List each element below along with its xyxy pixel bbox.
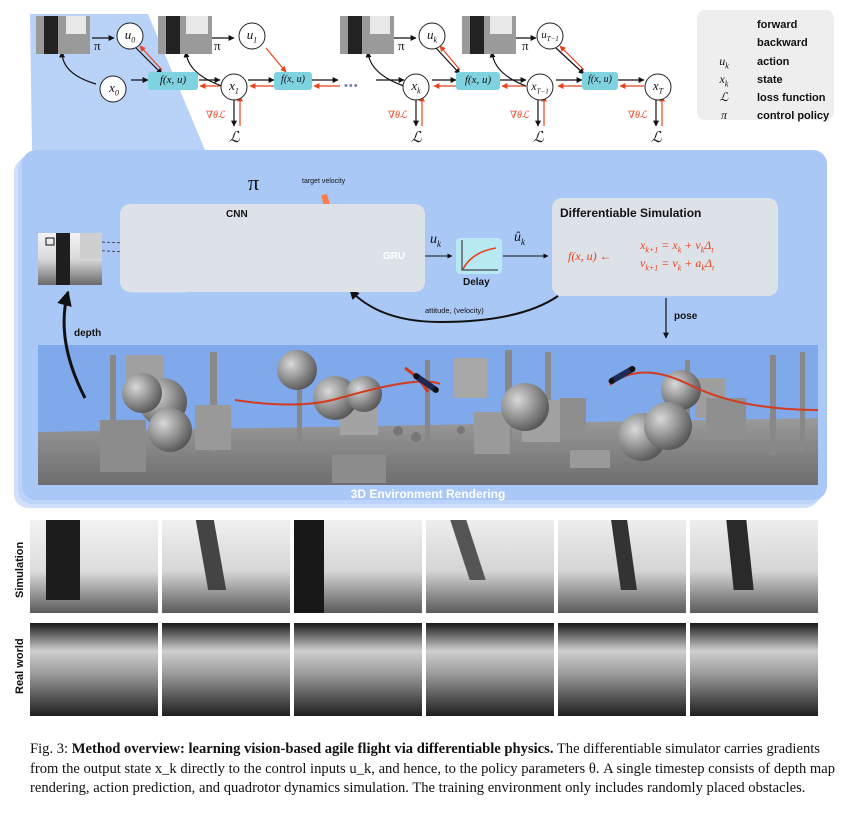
label-x0: x0: [109, 80, 119, 98]
grad-T: ∇θℒ: [628, 110, 648, 121]
chain-ellipsis: •••: [344, 80, 359, 92]
grad-T1: ∇θℒ: [510, 110, 530, 121]
sim-depth-2: [162, 520, 290, 613]
label-uT1: uT−1: [541, 29, 559, 44]
caption-prefix: Fig. 3:: [30, 741, 72, 757]
uk-label: uk: [430, 232, 441, 249]
label-xT1: xT−1: [531, 79, 549, 96]
pi-T1: π: [522, 38, 529, 53]
policy-panel: [120, 204, 425, 292]
sim-depth-4: [426, 520, 554, 613]
node-x0: [99, 75, 127, 103]
delay-label: Delay: [463, 277, 490, 288]
simulation-panel: [552, 198, 778, 296]
label-xk: xk: [411, 78, 421, 96]
loss-1: ℒ: [229, 130, 240, 146]
node-uk: [418, 22, 446, 50]
label-uk: uk: [426, 27, 438, 45]
loss-k: ℒ: [411, 130, 422, 146]
node-x1: [220, 73, 248, 101]
sim-eq-2: vk+1 = vk + akΔt: [640, 256, 715, 273]
sim-f-arrow: f(x, u) ←: [568, 249, 612, 263]
f-label-k: f(x, u): [464, 74, 492, 86]
pose-label: pose: [674, 311, 698, 322]
node-xk: [402, 73, 430, 101]
row-label-real-world: Real world: [14, 638, 26, 694]
input-depth-image: [38, 233, 102, 285]
depth-label: depth: [74, 328, 102, 339]
figure-caption: Fig. 3: Method overview: learning vision…: [30, 740, 835, 799]
f-box-0: [148, 72, 198, 90]
label-u1: u1: [246, 27, 258, 45]
sim-eq-1: xk+1 = xk + vkΔt: [640, 238, 714, 255]
legend-forward: forward: [757, 19, 798, 31]
grad-1: ∇θℒ: [206, 110, 226, 121]
loss-T1: ℒ: [533, 130, 544, 146]
grad-k: ∇θℒ: [388, 110, 408, 121]
caption-body: The differentiable simulator carries gra…: [30, 741, 836, 797]
attitude-label: attitude, (velocity): [425, 306, 484, 315]
pi-0: π: [94, 38, 101, 53]
real-depth-2: [162, 623, 290, 716]
sim-depth-3: [294, 520, 422, 613]
label-u0: u0: [124, 27, 136, 45]
pi-1: π: [214, 38, 221, 53]
row-label-simulation: Simulation: [14, 541, 26, 598]
caption-title: Method overview: learning vision-based a…: [71, 741, 554, 757]
f-label-T1: f(x, u): [588, 74, 612, 85]
delay-box: [456, 238, 502, 274]
target-velocity-label: target velocity: [302, 178, 346, 185]
node-u1: [238, 22, 266, 50]
label-x1: x1: [229, 78, 239, 96]
legend-backward: backward: [757, 37, 808, 49]
f-label-1: f(x, u): [281, 74, 305, 85]
f-box-T1: [582, 72, 618, 90]
node-u0: [116, 22, 144, 50]
real-depth-1: [30, 623, 158, 716]
label-xT: xT: [652, 78, 664, 96]
pi-k: π: [398, 38, 405, 53]
sim-title: Differentiable Simulation: [560, 206, 702, 220]
cnn-label: CNN: [226, 209, 248, 220]
gru-label: GRU: [382, 251, 406, 262]
uhat-label: ûk: [514, 230, 525, 247]
f-label-0: f(x, u): [159, 74, 187, 86]
node-uT1: [536, 22, 564, 50]
sim-depth-1: [30, 520, 158, 613]
f-box-k: [456, 72, 500, 90]
f-box-1: [274, 72, 312, 90]
node-xT: [644, 73, 672, 101]
render-scene: [38, 345, 819, 485]
loss-T: ℒ: [651, 130, 662, 146]
top-depth-thumbs: [36, 16, 516, 54]
policy-pi-label: π: [248, 170, 260, 195]
sim-depth-6: [690, 520, 818, 613]
render-label: 3D Environment Rendering: [350, 487, 506, 501]
real-depth-3: [294, 623, 422, 716]
real-depth-5: [558, 623, 686, 716]
sim-depth-5: [558, 520, 686, 613]
node-xT1: [526, 73, 554, 101]
real-depth-4: [426, 623, 554, 716]
real-depth-6: [690, 623, 818, 716]
